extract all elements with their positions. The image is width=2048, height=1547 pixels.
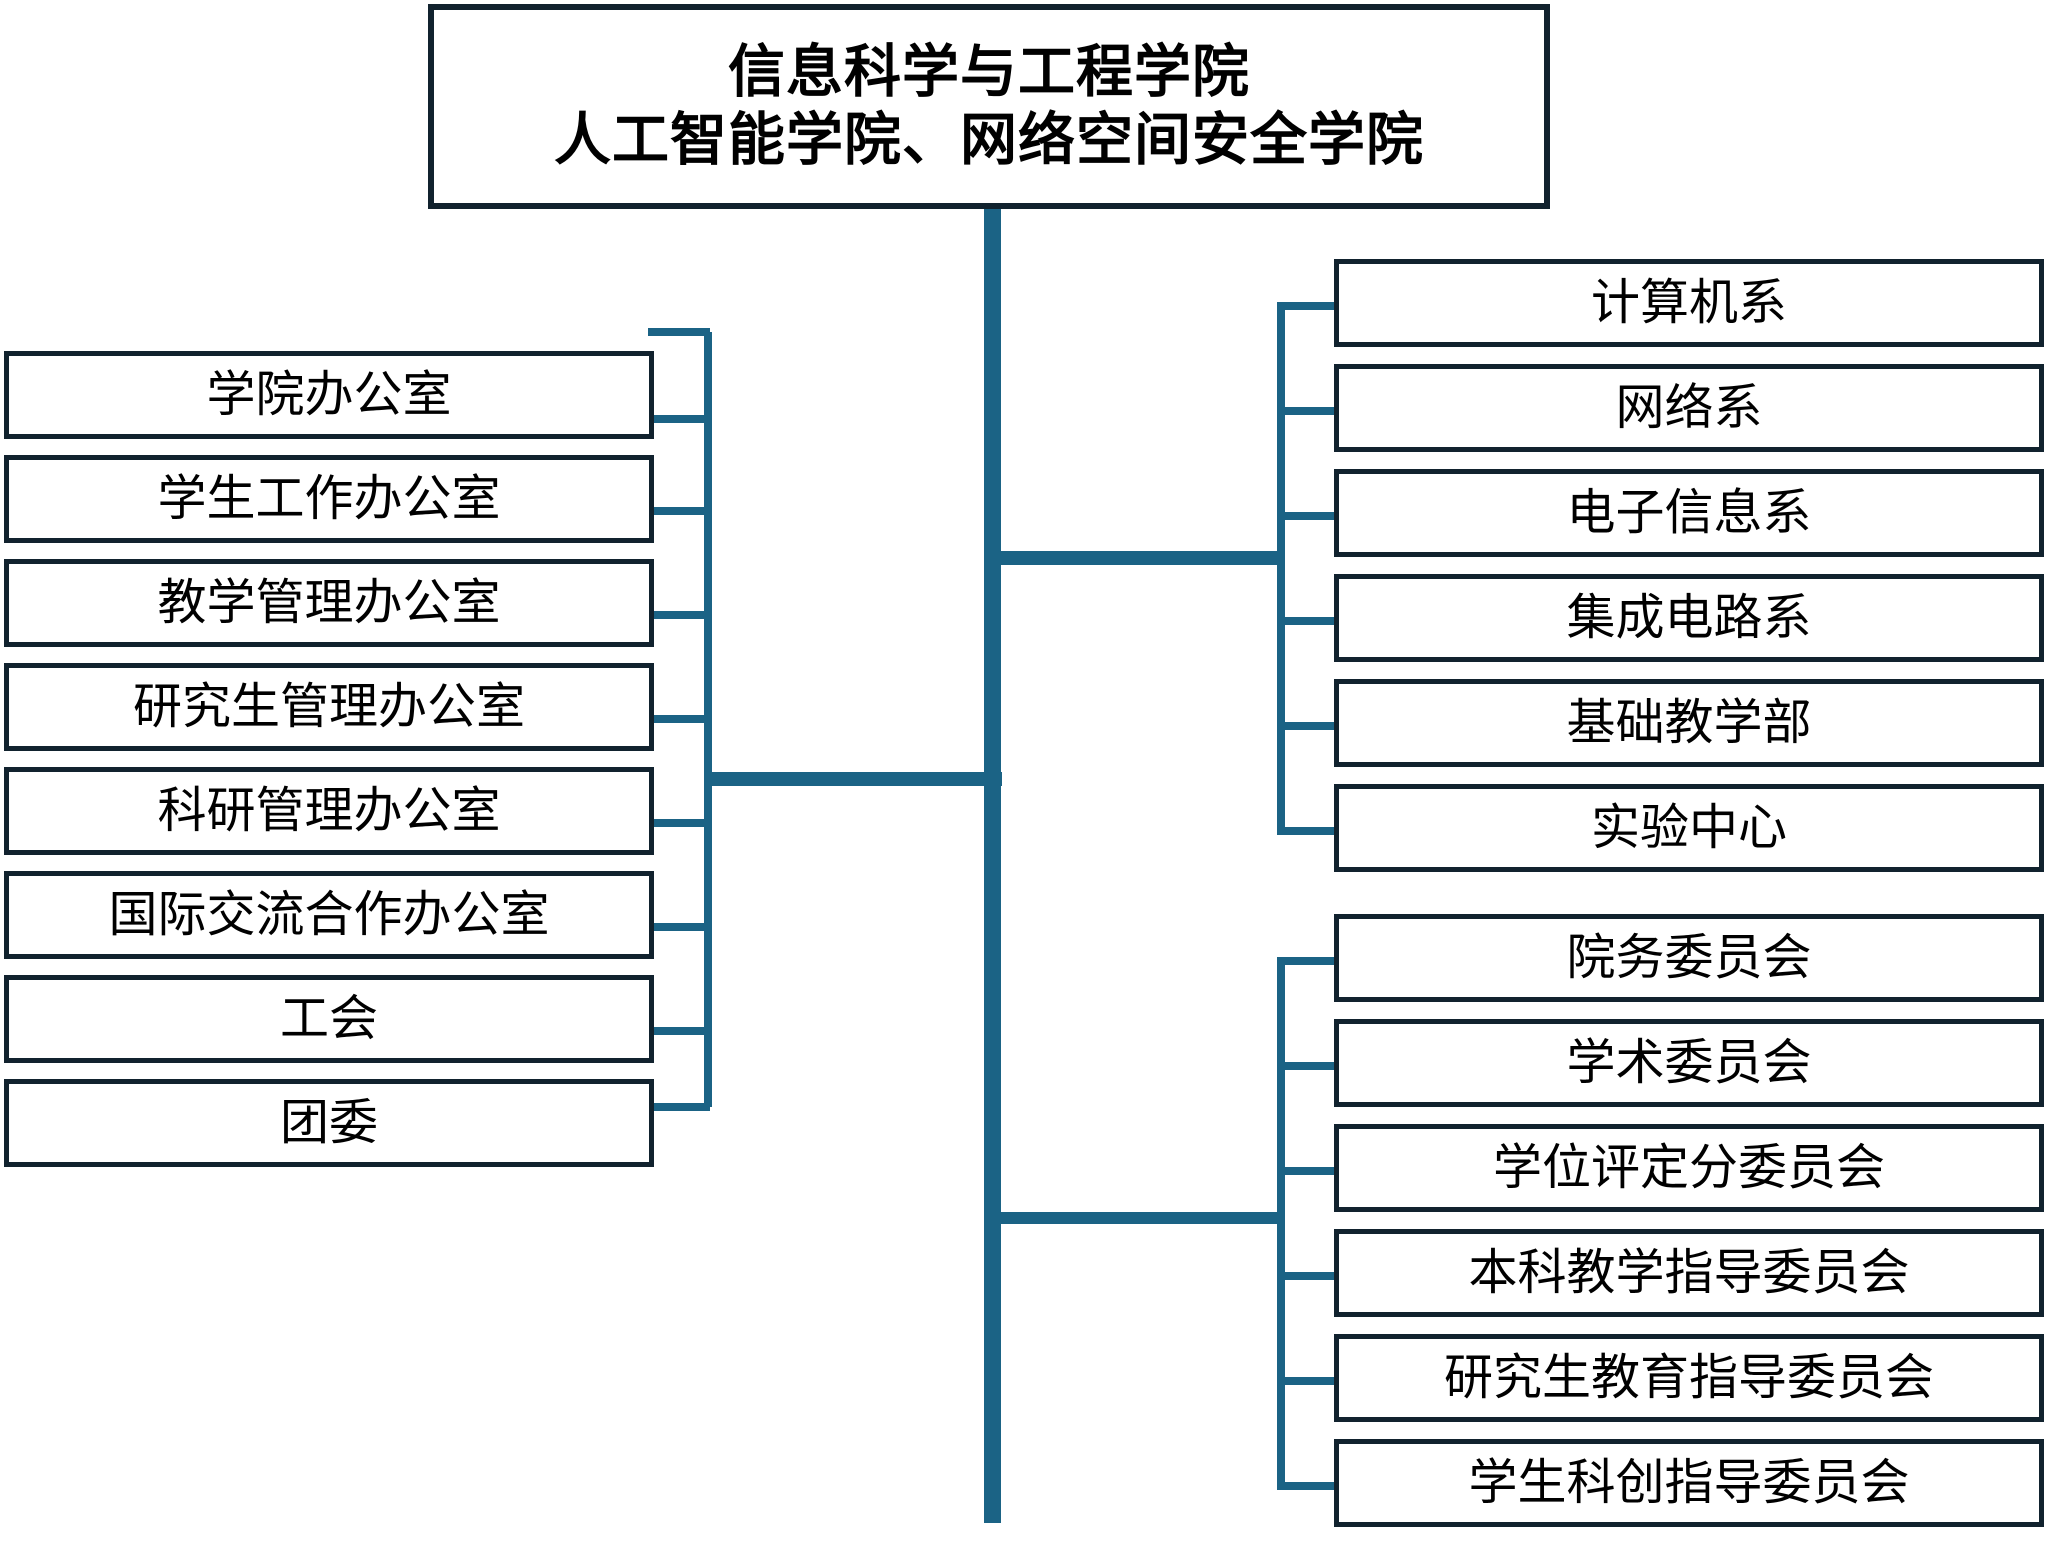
- offices-stub: [648, 923, 710, 931]
- node-label: 电子信息系: [1566, 485, 1812, 541]
- office-node-yanjiusheng-guanli[interactable]: 研究生管理办公室: [4, 663, 654, 751]
- committee-node-yuanwu[interactable]: 院务委员会: [1334, 914, 2044, 1002]
- departments-stub: [1277, 617, 1339, 625]
- office-node-tuanwei[interactable]: 团委: [4, 1079, 654, 1167]
- node-label: 国际交流合作办公室: [108, 887, 550, 943]
- node-label: 教学管理办公室: [157, 575, 501, 631]
- root-title-line-1: 信息科学与工程学院: [728, 41, 1250, 105]
- dept-node-jisuanji[interactable]: 计算机系: [1334, 259, 2044, 347]
- node-label: 计算机系: [1590, 275, 1787, 331]
- node-label: 集成电路系: [1566, 590, 1812, 646]
- committees-stub: [1277, 1167, 1339, 1175]
- node-label: 基础教学部: [1566, 695, 1812, 751]
- committees-stub: [1277, 1482, 1339, 1490]
- offices-stub: [648, 819, 710, 827]
- committees-stub: [1277, 957, 1339, 965]
- departments-stub: [1277, 302, 1339, 310]
- node-label: 学院办公室: [206, 367, 452, 423]
- office-node-xueyuan-bangongshi[interactable]: 学院办公室: [4, 351, 654, 439]
- node-label: 学位评定分委员会: [1492, 1140, 1885, 1196]
- offices-stub: [648, 1027, 710, 1035]
- dept-node-dianzi-xinxi[interactable]: 电子信息系: [1334, 469, 2044, 557]
- dept-node-shiyan-zhongxin[interactable]: 实验中心: [1334, 784, 2044, 872]
- office-node-guoji-jiaoliu[interactable]: 国际交流合作办公室: [4, 871, 654, 959]
- offices-stub: [648, 1103, 710, 1111]
- office-node-keyan-guanli[interactable]: 科研管理办公室: [4, 767, 654, 855]
- trunk-connector: [984, 205, 1001, 1523]
- node-label: 研究生管理办公室: [132, 679, 525, 735]
- departments-stub: [1277, 722, 1339, 730]
- node-label: 院务委员会: [1566, 930, 1812, 986]
- dept-node-wangluo[interactable]: 网络系: [1334, 364, 2044, 452]
- office-node-gonghui[interactable]: 工会: [4, 975, 654, 1063]
- committee-node-yanjiusheng-jiaoyu-zhidao[interactable]: 研究生教育指导委员会: [1334, 1334, 2044, 1422]
- node-label: 学生工作办公室: [157, 471, 501, 527]
- dept-node-jichu-jiaoxue[interactable]: 基础教学部: [1334, 679, 2044, 767]
- committees-stub: [1277, 1062, 1339, 1070]
- node-label: 实验中心: [1590, 800, 1787, 856]
- root-node[interactable]: 信息科学与工程学院 人工智能学院、网络空间安全学院: [428, 4, 1550, 209]
- offices-stub: [648, 328, 710, 336]
- offices-stub: [648, 507, 710, 515]
- node-label: 科研管理办公室: [157, 783, 501, 839]
- node-label: 研究生教育指导委员会: [1443, 1350, 1934, 1406]
- office-node-jiaoxue-guanli[interactable]: 教学管理办公室: [4, 559, 654, 647]
- node-label: 团委: [279, 1095, 378, 1151]
- node-label: 网络系: [1615, 380, 1763, 436]
- committee-node-xuewei-pingding[interactable]: 学位评定分委员会: [1334, 1124, 2044, 1212]
- committees-branch-connector: [984, 1212, 1284, 1224]
- office-node-xuesheng-gongzuo[interactable]: 学生工作办公室: [4, 455, 654, 543]
- committees-stub: [1277, 1272, 1339, 1280]
- committee-node-xueshu[interactable]: 学术委员会: [1334, 1019, 2044, 1107]
- root-title-line-2: 人工智能学院、网络空间安全学院: [554, 108, 1424, 172]
- offices-stub: [648, 715, 710, 723]
- node-label: 学术委员会: [1566, 1035, 1812, 1091]
- departments-branch-connector: [984, 551, 1284, 565]
- committee-node-xuesheng-kechuang-zhidao[interactable]: 学生科创指导委员会: [1334, 1439, 2044, 1527]
- committee-node-benke-jiaoxue-zhidao[interactable]: 本科教学指导委员会: [1334, 1229, 2044, 1317]
- committees-stub: [1277, 1377, 1339, 1385]
- offices-stub: [648, 415, 710, 423]
- offices-branch-connector: [712, 772, 1002, 786]
- departments-stub: [1277, 827, 1339, 835]
- offices-stub: [648, 611, 710, 619]
- committees-bus: [1277, 961, 1285, 1486]
- node-label: 学生科创指导委员会: [1468, 1455, 1910, 1511]
- departments-stub: [1277, 512, 1339, 520]
- node-label: 本科教学指导委员会: [1468, 1245, 1910, 1301]
- dept-node-jicheng-dianlu[interactable]: 集成电路系: [1334, 574, 2044, 662]
- node-label: 工会: [279, 991, 378, 1047]
- departments-bus: [1277, 306, 1285, 831]
- departments-stub: [1277, 407, 1339, 415]
